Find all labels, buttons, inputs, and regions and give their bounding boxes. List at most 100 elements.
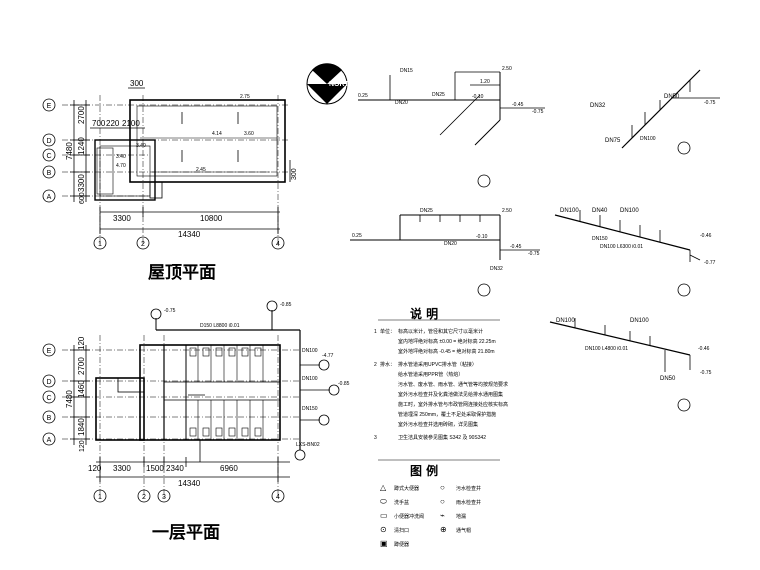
sys1-label-1: DN15 [400, 68, 413, 74]
note-1-num: 1 [374, 329, 377, 335]
note-2-line-1: 排水管道采用UPVC排水管（粘接） [398, 361, 477, 368]
note-2-num: 2 [374, 362, 377, 368]
roof-axis-1: 1 [98, 241, 102, 248]
roof-dim-right: 300 [291, 168, 298, 180]
sys5-label-2: DN100 [630, 318, 649, 324]
ground-plan-title: 一层平面 [152, 523, 220, 543]
sys1-label-4: 2.50 [502, 66, 512, 72]
note-2-line-7: 室外污水检查井选用砖砌，详见图集 [398, 421, 478, 428]
sys2-label-3: DN75 [605, 138, 621, 144]
roof-elev-6: 2.45 [196, 167, 206, 173]
sys4-label-6: -0.46 [700, 233, 712, 239]
ground-dim-bottom-4: 2340 [166, 464, 184, 473]
roof-dim-bottom-2: 10800 [200, 214, 223, 223]
system-diagram-3 [350, 214, 540, 297]
sys1-label-8: -0.75 [532, 109, 544, 115]
sys5-label-3: DN50 [660, 376, 676, 382]
legend-sym-9: ▣ [380, 539, 388, 548]
ground-dim-left-1: 120 [77, 336, 86, 350]
sys1-label-2: DN20 [395, 100, 408, 106]
ground-pipe-label-4: DN150 [302, 406, 318, 412]
sys1-label-7: -0.45 [512, 102, 524, 108]
ground-axis-1: 1 [98, 494, 102, 501]
sys3-label-2: DN20 [444, 241, 457, 247]
legend-label-7: 清扫口 [394, 527, 409, 534]
ground-axis-a: A [47, 437, 52, 444]
ground-axis-c: C [46, 395, 51, 402]
system-diagram-4 [554, 210, 701, 297]
note-1-line-2: 室内地坪绝对标高 ±0.00 = 绝对标高 22.25m [398, 338, 496, 345]
ground-axis-2: 2 [142, 494, 146, 501]
note-2-line-5: 施工时，室外排水管与市政管网连接处应核实标高 [398, 401, 508, 408]
roof-plan [42, 87, 291, 250]
sys3-label-4: 2.50 [502, 208, 512, 214]
sys1-label-9: 0.25 [358, 93, 368, 99]
legend-sym-4: ○ [440, 497, 445, 506]
roof-axis-e: E [47, 103, 52, 110]
system-diagram-1 [358, 71, 545, 188]
note-2-label: 排水： [380, 361, 395, 368]
sys4-label-3: DN100 [620, 208, 639, 214]
legend-sym-5: ▭ [380, 511, 388, 520]
ground-axis-d: D [46, 379, 51, 386]
system-diagram-5 [549, 318, 691, 412]
sys3-label-3: DN32 [490, 266, 503, 272]
ground-axis-b: B [47, 415, 52, 422]
legend-label-2: 污水检查井 [456, 485, 481, 492]
legend-label-4: 雨水检查井 [456, 499, 481, 506]
sys2-label-4: DN100 [640, 136, 656, 142]
ground-dim-bottom-1: 120 [88, 464, 102, 473]
legend-sym-6: ⌁ [440, 511, 445, 520]
ground-dim-total-bottom: 14340 [178, 479, 201, 488]
ground-plan [42, 300, 340, 503]
sys2-label-5: -0.75 [704, 100, 716, 106]
ground-dim-left-3: 1460 [77, 380, 86, 398]
roof-dim-total-bottom: 14340 [178, 230, 201, 239]
sys3-label-7: -0.75 [528, 251, 540, 257]
system-diagram-2 [621, 69, 720, 155]
ground-pipe-label-2: DN100 [302, 348, 318, 354]
legend-sym-3: ⬭ [380, 497, 387, 506]
note-2-line-3: 污水管、废水管、雨水管、通气管等均按规范要求 [398, 381, 508, 388]
roof-axis-2: 2 [141, 241, 145, 248]
sys4-label-5: DN100 L6300 i0.01 [600, 244, 643, 250]
ground-dim-left-2: 2700 [77, 357, 86, 375]
sys1-label-5: 1.20 [480, 79, 490, 85]
sys3-label-1: DN25 [420, 208, 433, 214]
roof-plan-title: 屋顶平面 [148, 263, 216, 283]
legend-sym-8: ⊕ [440, 525, 447, 534]
roof-dim-top-1: 700 [92, 119, 106, 128]
sys4-label-4: DN150 [592, 236, 608, 242]
ground-elev-2: -0.85 [280, 302, 292, 308]
ground-dim-bottom-3: 1500 [146, 464, 164, 473]
legend-sym-7: ⊙ [380, 525, 387, 534]
sys5-label-6: -0.75 [700, 370, 712, 376]
roof-axis-b: B [47, 170, 52, 177]
roof-dim-left-2: 1240 [77, 137, 86, 155]
ground-dim-left-5: 120 [79, 440, 86, 452]
legend-label-3: 洗手盆 [394, 499, 409, 506]
sys2-label-1: DN50 [664, 94, 680, 100]
roof-dim-top-2: 220 [106, 119, 120, 128]
notes-title: 说 明 [410, 306, 438, 321]
sys5-label-1: DN100 [556, 318, 575, 324]
roof-elev-4: 3.40 [116, 154, 126, 160]
roof-axis-d: D [46, 138, 51, 145]
roof-axis-a: A [47, 194, 52, 201]
legend-label-8: 通气帽 [456, 527, 471, 534]
legend-label-9: 蹲便器 [394, 541, 409, 548]
note-3-line-1: 卫生洁具安装参见图集 S342 及 90S342 [398, 434, 486, 441]
note-2-line-4: 室外污水检查井及化粪池做法见给排水通用图集 [398, 391, 503, 398]
roof-dim-left-1: 2700 [77, 106, 86, 124]
sys3-label-5: -0.10 [476, 234, 488, 240]
sys5-label-4: DN100 L4800 i0.01 [585, 346, 628, 352]
roof-axis-c: C [46, 153, 51, 160]
note-1-line-1: 标高以米计，管径和其它尺寸以毫米计 [398, 328, 483, 335]
legend-label-6: 地漏 [456, 513, 466, 520]
sys2-label-2: DN32 [590, 103, 606, 109]
ground-pipe-label-1: D150 L8800 i0.01 [200, 323, 240, 329]
roof-elev-1: 2.75 [240, 94, 250, 100]
sys3-label-6: -0.45 [510, 244, 522, 250]
note-1-line-3: 室外地坪绝对标高 -0.45 = 绝对标高 21.80m [398, 348, 495, 355]
